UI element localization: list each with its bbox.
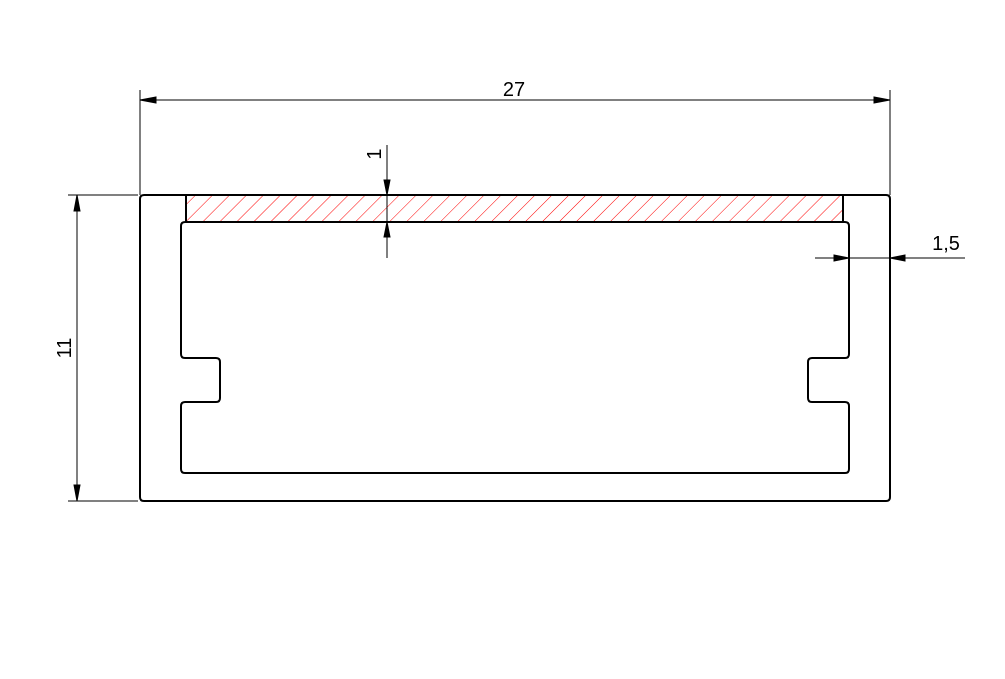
wall-thickness-dimension: [815, 254, 965, 262]
height-dimension-label: 11: [54, 338, 76, 359]
profile-inner: [180, 195, 850, 474]
height-dimension: [68, 194, 138, 502]
wall-thickness-label: 1,5: [932, 233, 960, 255]
cover-thickness-label: 1: [364, 148, 386, 159]
cover-hatch: [186, 195, 843, 222]
profile-outer: [139, 194, 891, 502]
width-dimension: [139, 90, 891, 195]
cover-thickness-dimension: [383, 145, 391, 258]
width-dimension-label: 27: [503, 79, 525, 101]
